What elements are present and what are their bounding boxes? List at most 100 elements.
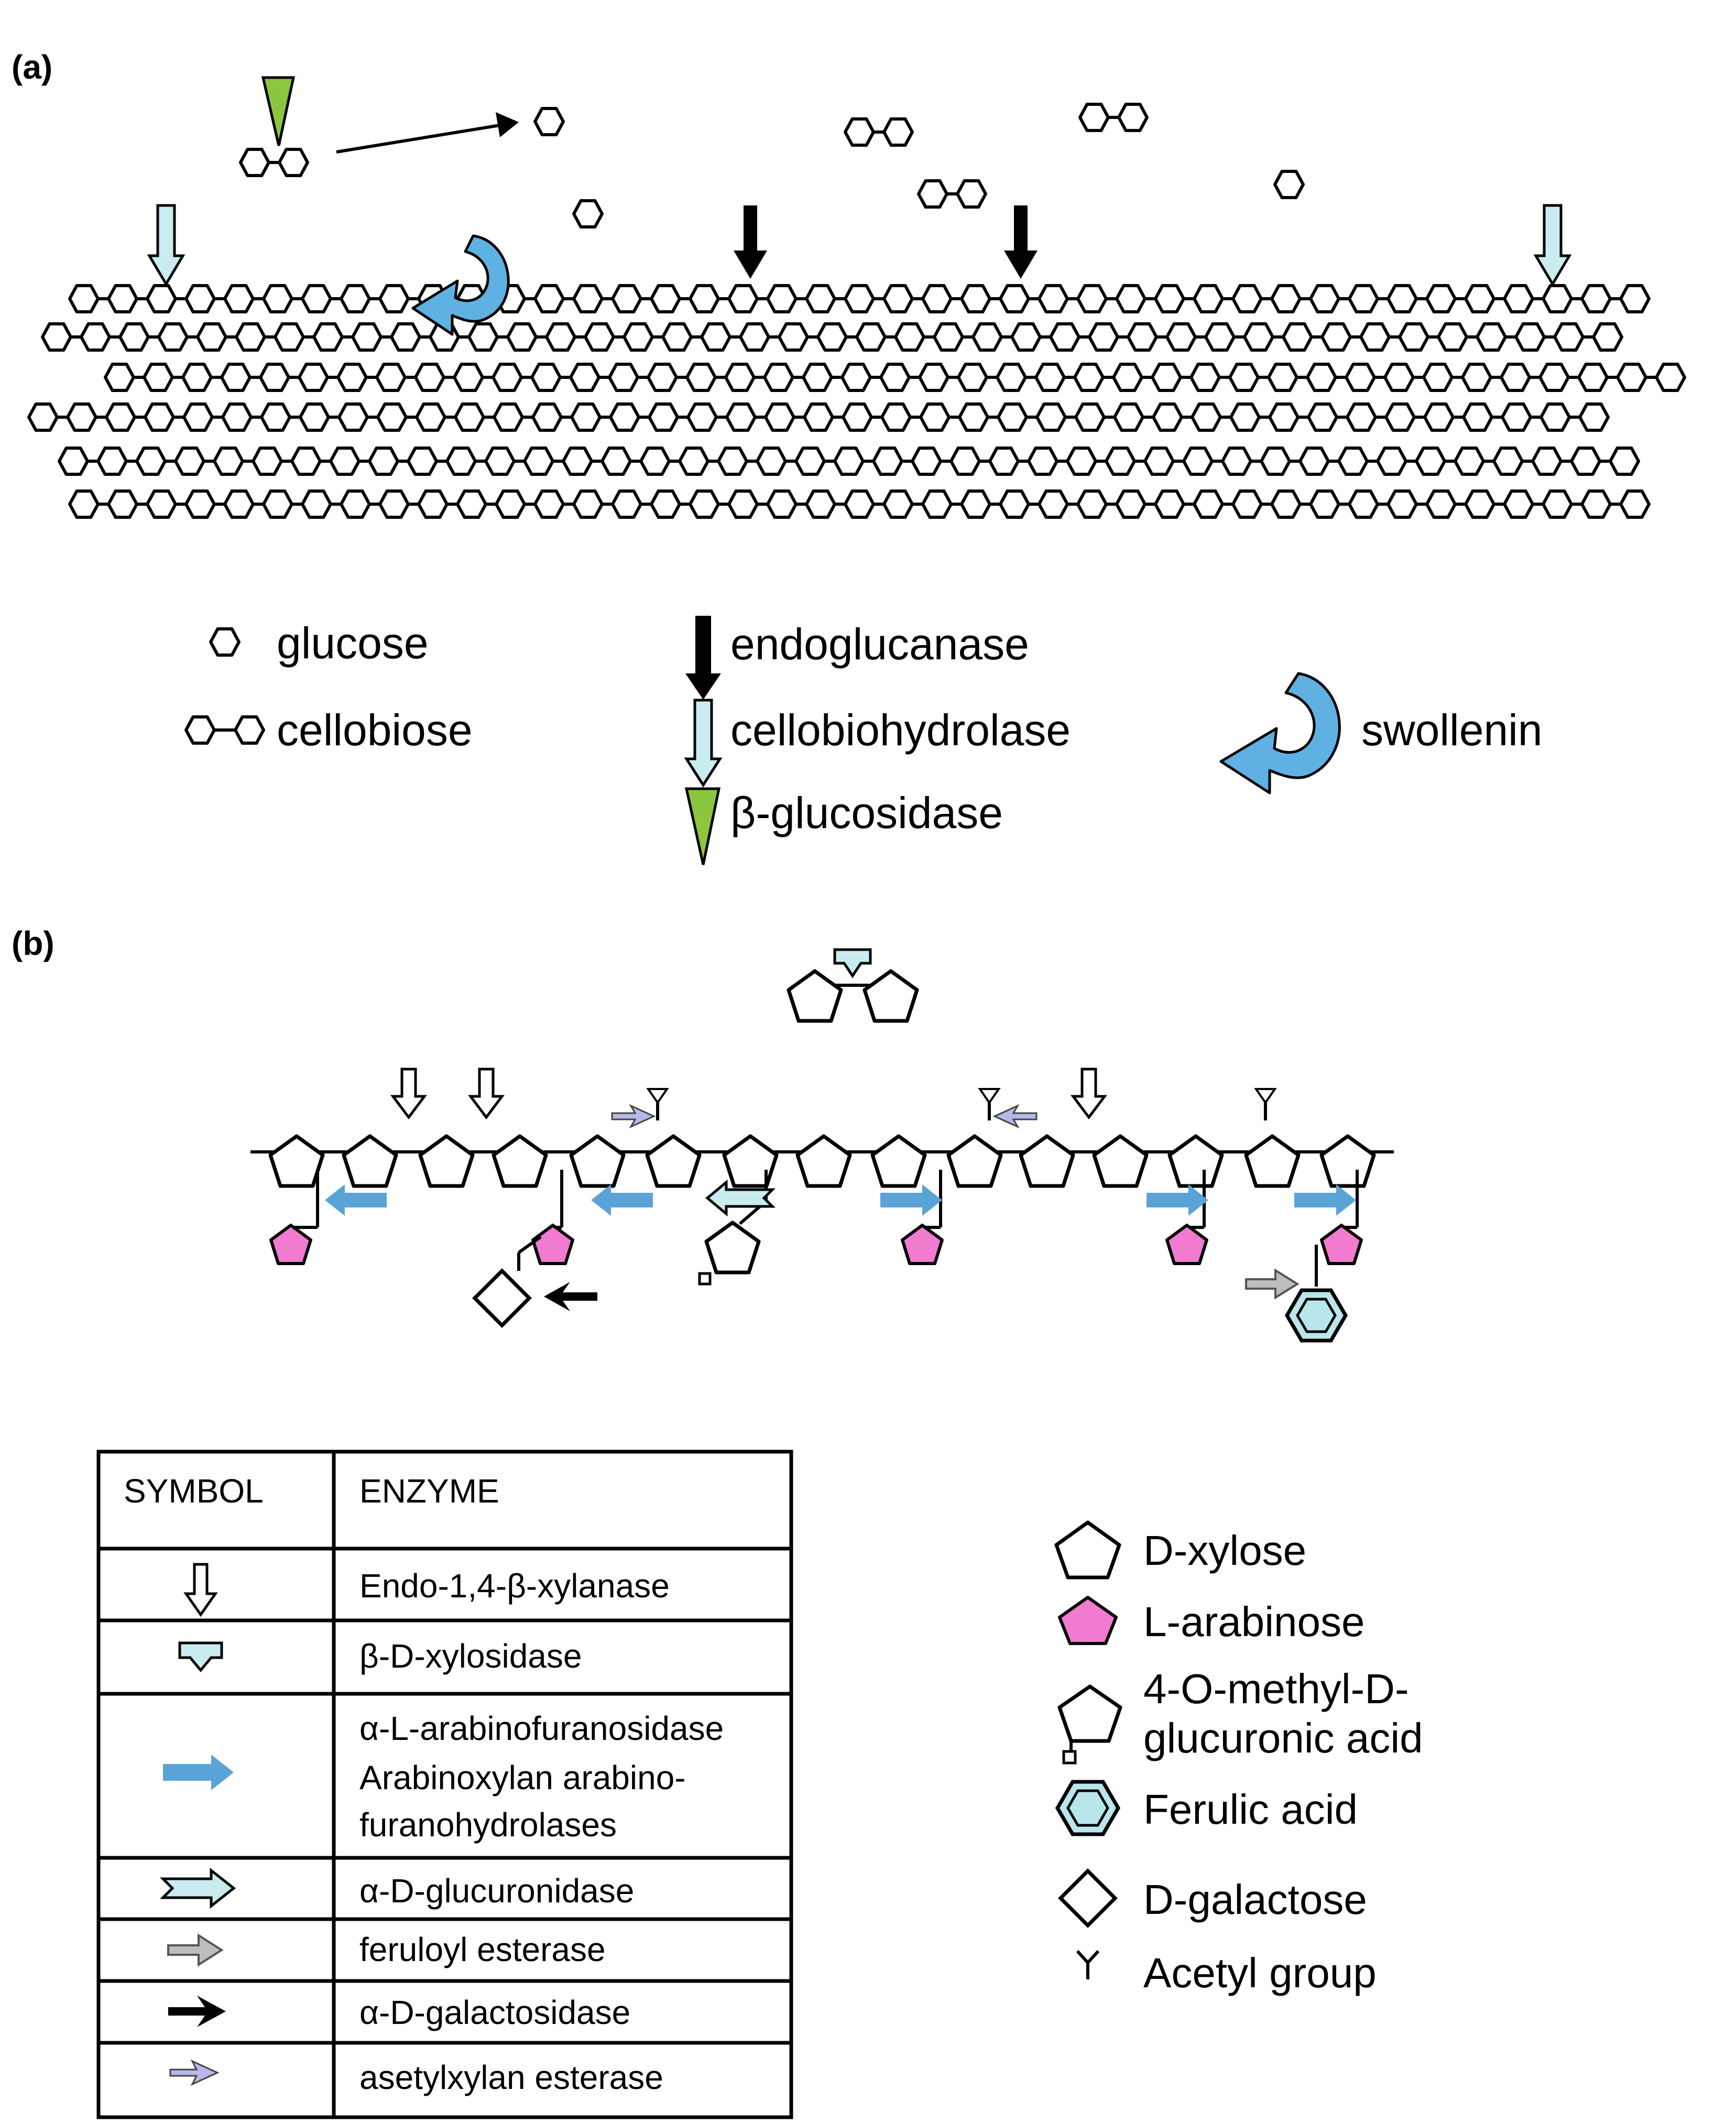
glucose-unit [572,199,604,228]
glucose-unit [531,402,563,432]
glucose-unit [678,447,709,476]
glucose-unit [1035,402,1067,432]
cellobiose-legend-icon-2 [235,717,264,743]
glucose-unit [1320,322,1352,352]
glucose-unit [1267,363,1298,392]
release-arrowhead-icon [496,112,519,137]
glucose-unit [1616,363,1647,392]
xylose-unit [1246,1136,1298,1186]
glucose-unit [1105,447,1136,476]
glucose-unit [58,447,89,476]
glucose-unit [844,489,875,519]
table-row-enzyme: α-D-galactosidase [359,1994,630,2031]
xylose-unit [420,1136,473,1186]
glucose-unit [1306,363,1337,392]
legend-cellobiohydrolase: cellobiohydrolase [730,705,1071,755]
glucose-unit [794,447,826,476]
glucose-unit [647,363,678,392]
glucose-unit [661,322,693,352]
glucose-unit [1143,447,1175,476]
xylan-backbone [250,1068,1394,1343]
glucose-unit [329,447,361,476]
acetyl-group-icon [646,1088,669,1120]
glucose-unit [184,284,216,313]
glucose-unit [650,489,681,519]
glucose-legend-icon [211,629,239,655]
ferulic-acid-unit [1284,1288,1348,1343]
xylose-unit [270,1136,323,1186]
glucose-unit [1115,489,1147,519]
glucose-unit [530,363,562,392]
cellulose-fibril [27,284,1686,519]
glucose-unit [181,363,213,392]
glucose-unit [686,402,718,432]
legend-d-xylose: D-xylose [1143,1527,1306,1574]
glucose-unit [766,489,798,519]
galactose-unit [472,1268,532,1328]
enzyme-table: SYMBOL ENZYME Endo-1,4-β-xylanase β-D-xy… [96,1450,793,2119]
glucose-unit [882,284,914,313]
glucose-unit [1619,489,1651,519]
glucose-unit [1531,447,1563,476]
glucose-unit [1415,447,1446,476]
xylose-unit [571,1136,624,1186]
glucose-unit [1191,402,1222,432]
glucose-unit [1580,489,1612,519]
glucose-unit [700,322,731,352]
glucose-unit [725,402,757,432]
cellobiose-unit [956,179,987,209]
glucose-unit [1038,284,1069,313]
xylose-unit [647,1136,700,1186]
glucose-unit [1538,363,1570,392]
glucose-unit [611,489,642,519]
cellobiohydrolase-arrow-icon [147,204,185,287]
glucose-unit [456,489,487,519]
feruloyl-esterase-arrow-icon [1245,1268,1300,1300]
beta-glucosidase-legend-icon [684,787,721,865]
glucose-unit [1298,447,1330,476]
glucose-unit [1154,284,1185,313]
arabinose-unit [1167,1225,1207,1264]
legend-l-arabinose: L-arabinose [1143,1598,1365,1645]
cellobiose-unit [278,148,309,177]
glucose-unit [1437,322,1468,352]
galactosidase-arrow-icon [168,1996,226,2027]
glucose-unit [997,402,1028,432]
legend-beta-glucosidase: β-glucosidase [730,788,1003,837]
table-header-enzyme: ENZYME [359,1472,499,1510]
glucose-unit [1231,489,1263,519]
glucose-unit [80,322,111,352]
glucose-unit [1282,322,1313,352]
glucose-unit [756,447,787,476]
glucose-unit [493,402,524,432]
glucose-unit [805,489,836,519]
xylose-unit [724,1136,777,1186]
legend-d-galactose: D-galactose [1143,1876,1367,1923]
glucose-unit [1074,402,1106,432]
glucose-unit [1386,284,1418,313]
glucose-unit [872,447,903,476]
glucose-unit [724,363,756,392]
glucose-unit [467,322,499,352]
glucose-unit [958,402,989,432]
glucose-unit [802,363,833,392]
glucose-unit [68,489,100,519]
feruloyl-esterase-arrow-icon [167,1933,224,1967]
glucose-unit [1492,447,1524,476]
glucose-unit [1476,322,1507,352]
glucose-unit [988,447,1020,476]
xylosidase-arrow-icon [833,948,872,978]
glucose-unit [805,284,836,313]
glucose-unit [340,284,371,313]
glucose-unit [453,363,484,392]
glucose-unit [1540,402,1571,432]
ferulic-acid-legend-icon [1055,1780,1121,1836]
acetyl-group-icon [1254,1088,1277,1120]
xylose-unit [948,1136,1001,1186]
glucose-unit [960,489,991,519]
glucose-unit [390,322,421,352]
glucose-unit [454,402,485,432]
glucose-unit [570,402,602,432]
arabinofuranosidase-arrow-icon [1294,1184,1356,1216]
glucose-unit [1049,322,1080,352]
